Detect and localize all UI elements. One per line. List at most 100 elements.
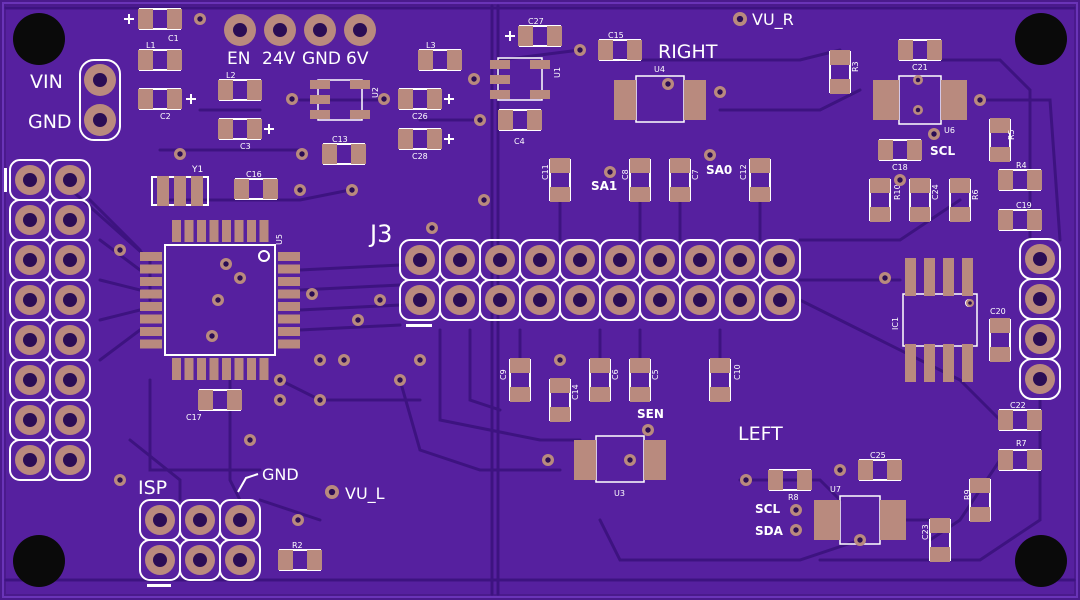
- via-hole: [317, 357, 323, 363]
- pad-hole: [93, 113, 107, 127]
- refdes-label: R8: [788, 493, 799, 502]
- right-header: [1019, 238, 1061, 400]
- sensor-u4: U4: [614, 65, 706, 123]
- smd-pad: [998, 210, 1013, 230]
- passive-c22: C22: [998, 401, 1042, 431]
- qfp-pad: [278, 252, 300, 261]
- smd-pad: [998, 170, 1013, 190]
- via-hole: [968, 301, 972, 305]
- qfp-pad: [197, 358, 206, 380]
- smd-pad: [427, 89, 442, 109]
- passive-c13: C13: [322, 135, 366, 165]
- smd-pad: [970, 478, 990, 493]
- soic-pad: [943, 344, 954, 382]
- refdes-label: C7: [691, 169, 700, 180]
- mcu-u5: U5: [140, 220, 300, 380]
- smd-pad: [310, 110, 330, 119]
- refdes-label: C16: [246, 170, 262, 179]
- refdes-label: C18: [892, 163, 908, 172]
- pad-hole: [613, 253, 627, 267]
- via-hole: [645, 427, 651, 433]
- passive-c10: C10: [709, 358, 742, 402]
- smd-pad: [350, 80, 370, 89]
- smd-pad: [234, 179, 249, 199]
- refdes-label: C17: [186, 413, 202, 422]
- vin-label: VIN: [30, 71, 63, 93]
- smd-pad: [670, 158, 690, 173]
- qfp-pad: [278, 314, 300, 324]
- regulator-u1: U1: [490, 57, 562, 101]
- passive-c6: C6: [589, 358, 620, 402]
- qfp-pad: [209, 358, 219, 380]
- passive-c25: C25: [858, 451, 902, 481]
- soic-pad: [962, 258, 973, 296]
- isp-label: ISP: [138, 477, 167, 499]
- via-hole: [429, 225, 435, 231]
- right-channel-label: RIGHT: [658, 41, 718, 63]
- pad-hole: [573, 293, 587, 307]
- smd-pad: [990, 318, 1010, 333]
- via-hole: [381, 96, 387, 102]
- via-hole: [665, 81, 671, 87]
- smd-pad: [630, 358, 650, 373]
- pad-hole: [153, 553, 167, 567]
- via-hole: [247, 437, 253, 443]
- refdes-label: C9: [499, 369, 508, 380]
- via-hole: [915, 107, 921, 113]
- chip-outline: [164, 244, 276, 356]
- via-hole: [897, 177, 903, 183]
- smd-pad: [630, 187, 650, 202]
- passive-r6: R6: [949, 178, 980, 222]
- smd-pad: [870, 207, 890, 222]
- pad-hole: [1033, 372, 1047, 386]
- pad-hole: [23, 453, 37, 467]
- smd-pad: [350, 110, 370, 119]
- via-hole: [471, 76, 477, 82]
- smd-pad: [950, 178, 970, 193]
- chip-outline: [902, 293, 978, 347]
- passive-l3: L3: [418, 41, 462, 71]
- smd-pad: [550, 407, 570, 422]
- via-hole: [627, 457, 633, 463]
- sensor-u3: U3: [574, 435, 666, 498]
- via-hole: [317, 397, 323, 403]
- pad-hole: [23, 373, 37, 387]
- pad-hole: [193, 513, 207, 527]
- refdes-label: U5: [275, 234, 284, 245]
- pin-silk: [759, 279, 801, 321]
- soic-pad: [962, 344, 973, 382]
- refdes-label: C21: [912, 63, 928, 72]
- refdes-label: R5: [1007, 129, 1016, 140]
- smd-pad: [684, 80, 706, 120]
- pad-hole: [653, 253, 667, 267]
- qfp-pad: [140, 277, 162, 286]
- pad-hole: [23, 413, 37, 427]
- smd-pad: [998, 410, 1013, 430]
- qfp-pad: [259, 220, 269, 242]
- smd-pad: [510, 387, 530, 402]
- smd-pad: [858, 460, 873, 480]
- passive-c5: C5: [629, 358, 660, 402]
- pad-hole: [353, 23, 367, 37]
- passive-r5: R5: [989, 118, 1016, 162]
- smd-pad: [550, 158, 570, 173]
- pad-hole: [533, 253, 547, 267]
- smd-pad: [398, 129, 413, 149]
- smd-pad: [138, 50, 153, 70]
- refdes-label: R6: [971, 189, 980, 200]
- refdes-label: C1: [168, 34, 179, 43]
- pad-hole: [233, 553, 247, 567]
- smd-pad: [167, 50, 182, 70]
- via-hole: [837, 467, 843, 473]
- qfp-pad: [278, 277, 300, 286]
- passive-c1: C1: [138, 8, 182, 43]
- pad-hole: [413, 293, 427, 307]
- via-hole: [977, 97, 983, 103]
- smd-pad: [498, 110, 513, 130]
- refdes-label: U7: [830, 485, 841, 494]
- passive-c24: C24: [909, 178, 940, 222]
- smd-pad: [1027, 410, 1042, 430]
- via-hole: [277, 377, 283, 383]
